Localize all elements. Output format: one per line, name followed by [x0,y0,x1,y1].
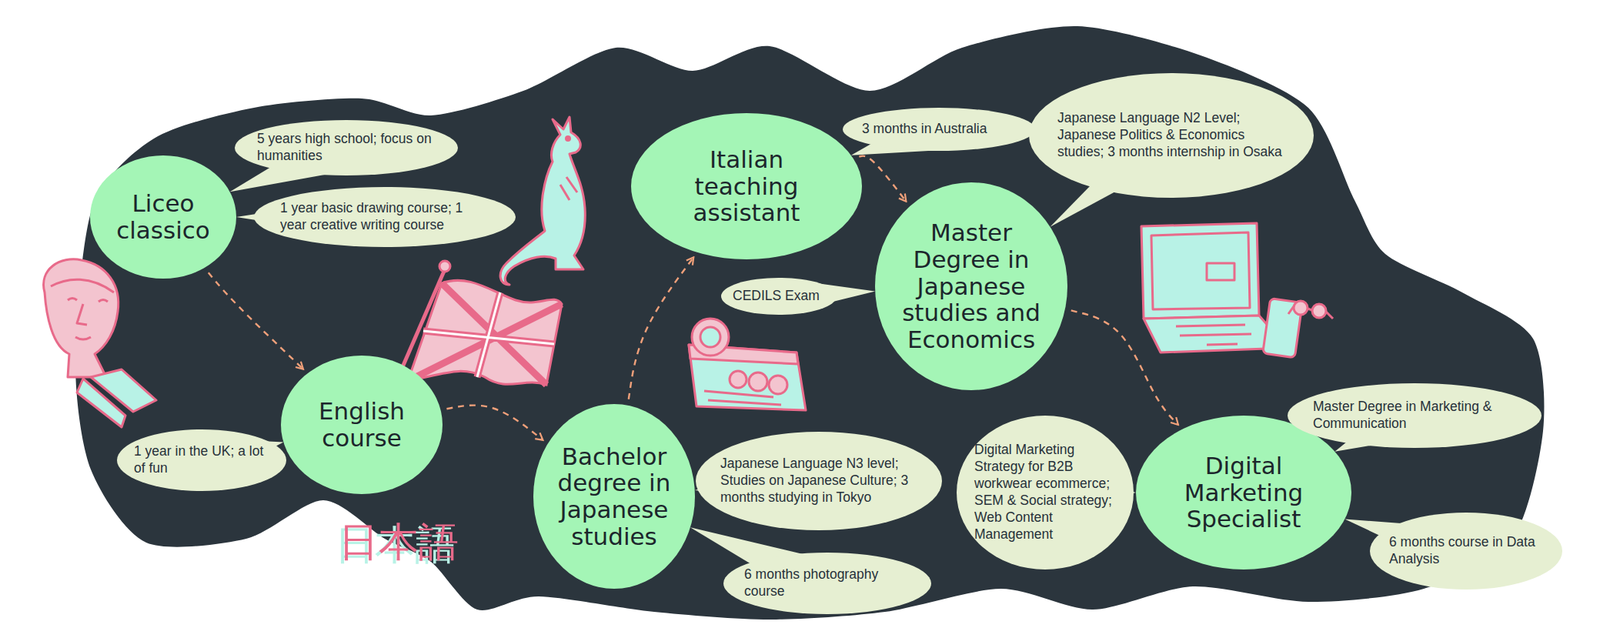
stage-circle: Italian teaching assistant [631,113,862,260]
camera-illustration [688,318,806,411]
note-bubble: Japanese Language N2 Level; Japanese Pol… [1028,73,1314,198]
node-text: English course [303,397,420,451]
text-wrap: CEDILS Exam [732,287,826,305]
node-text: Japanese Language N2 Level; Japanese Pol… [1057,110,1286,161]
node-text: 6 months course in Data Analysis [1389,534,1544,568]
note-bubble: 1 year in the UK; a lot of fun [116,429,287,492]
stage-circle: Digital Marketing Specialist [1135,415,1352,570]
kangaroo-illustration [500,116,585,285]
text-wrap: 6 months course in Data Analysis [1389,534,1544,568]
text-wrap: Japanese Language N3 level; Studies on J… [720,455,918,507]
stage-circle: Liceo classico [90,155,237,279]
dashed-arrow [628,257,694,399]
node-text: Master Degree in Marketing & Communicati… [1312,398,1517,433]
node-text: Liceo classico [110,190,217,244]
note-bubble: 3 months in Australia [842,107,1036,151]
note-bubble: Digital Marketing Strategy for B2B workw… [956,415,1134,570]
node-text: 3 months in Australia [861,120,1016,138]
dark-blob [75,26,1544,620]
dashed-arrow [446,405,543,441]
text-wrap: 6 months photography course [744,566,911,601]
node-text: Italian teaching assistant [663,146,830,227]
note-bubble: Japanese Language N3 level; Studies on J… [695,431,942,531]
text-wrap: Master Degree in Japanese studies and Ec… [901,219,1041,354]
node-text: 5 years high school; focus on humanities [257,130,436,165]
note-bubble: 5 years high school; focus on humanities [234,120,458,176]
text-wrap: Digital Marketing Specialist [1165,452,1322,533]
dashed-arrow [858,156,906,202]
bubble-tails [197,108,1473,605]
text-wrap: 1 year basic drawing course; 1 year crea… [280,200,490,234]
node-text: CEDILS Exam [732,287,826,305]
stage-circle: Master Degree in Japanese studies and Ec… [875,182,1068,391]
text-wrap: 3 months in Australia [861,120,1016,138]
note-bubble: CEDILS Exam [721,277,837,315]
dashed-arrow [1071,310,1179,425]
japanese-word: 日本語 [338,515,459,570]
text-wrap: 1 year in the UK; a lot of fun [133,443,270,478]
text-wrap: English course [303,397,420,451]
node-text: 6 months photography course [744,566,911,601]
node-text: 1 year in the UK; a lot of fun [133,443,270,478]
text-wrap: Bachelor degree in Japanese studies [555,443,672,551]
text-wrap: Digital Marketing Strategy for B2B workw… [974,441,1116,543]
text-wrap: Master Degree in Marketing & Communicati… [1312,398,1517,433]
text-wrap: Italian teaching assistant [663,146,830,227]
bust-illustration [43,259,157,428]
node-text: Japanese Language N3 level; Studies on J… [720,455,918,507]
stage-circle: Bachelor degree in Japanese studies [533,404,695,589]
node-text: Bachelor degree in Japanese studies [555,443,672,551]
note-bubble: Master Degree in Marketing & Communicati… [1287,383,1542,448]
dashed-arrow [208,272,304,369]
text-wrap: Liceo classico [110,190,217,244]
glasses-illustration [1288,300,1333,319]
note-bubble: 1 year basic drawing course; 1 year crea… [253,187,516,248]
node-text: Digital Marketing Strategy for B2B workw… [974,441,1116,543]
text-wrap: 5 years high school; focus on humanities [257,130,436,165]
node-text: Digital Marketing Specialist [1165,452,1322,533]
node-text: Master Degree in Japanese studies and Ec… [901,219,1041,354]
note-bubble: 6 months photography course [723,552,932,615]
stage-circle: English course [280,355,443,495]
text-wrap: Japanese Language N2 Level; Japanese Pol… [1057,110,1286,161]
note-bubble: 6 months course in Data Analysis [1369,512,1563,590]
node-text: 1 year basic drawing course; 1 year crea… [280,200,490,234]
blob-shape [75,26,1544,620]
